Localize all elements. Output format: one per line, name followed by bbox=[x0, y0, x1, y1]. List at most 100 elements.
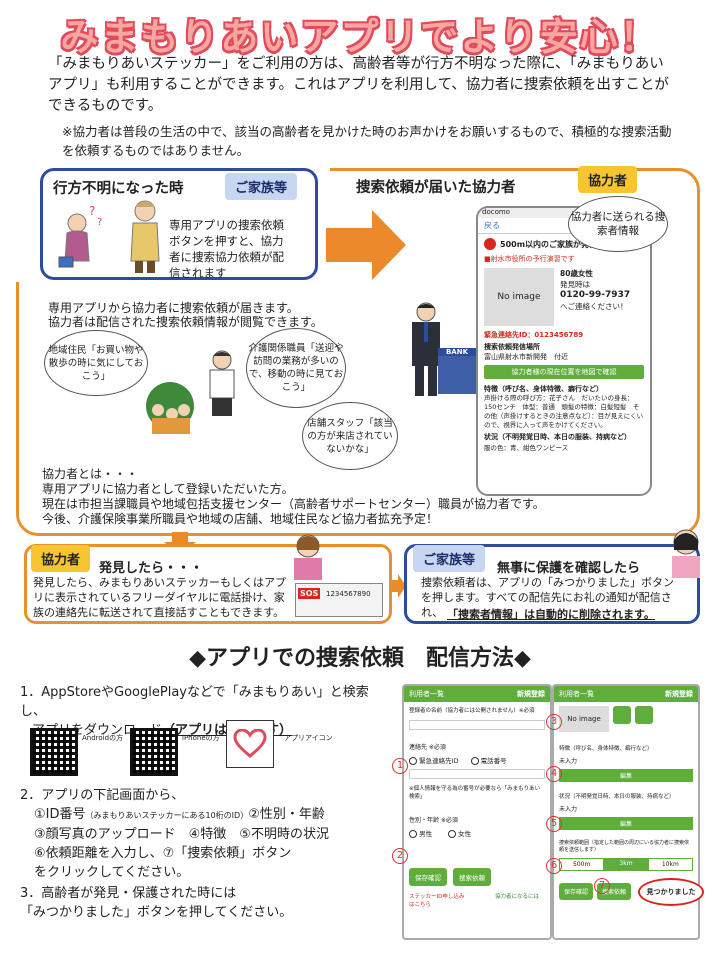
step2-id-small: （みまもりあいステッカーにある10桁のID） bbox=[85, 811, 249, 820]
helper-tag: 協力者 bbox=[578, 166, 638, 193]
marker-7: 7 bbox=[594, 878, 610, 894]
family-box: 行方不明になった時 ご家族等 ? ? 専用アプリの捜索依頼ボタンを押すと、協力者… bbox=[40, 168, 318, 280]
helper-desc-1: 専用アプリに協力者として登録いただいた方。 bbox=[42, 482, 294, 496]
step2-line-d: ③顔写真のアップロード ④特徴 ⑤不明時の状況 bbox=[34, 827, 329, 842]
care-staff-illustration bbox=[209, 350, 235, 416]
s1-line2: ※個人情報を守る為の番号が必要なら「みまもりあい検索」 bbox=[409, 786, 541, 800]
s2-dist-500m[interactable]: 500m bbox=[559, 858, 605, 871]
s2-no-image[interactable]: No image bbox=[559, 706, 609, 732]
phone-loc-label: 捜索依頼発信場所 bbox=[484, 343, 540, 351]
relieved-woman-illustration bbox=[672, 529, 700, 578]
bank-building-icon: BANK bbox=[438, 348, 476, 394]
phone-age: 80歳女性 bbox=[560, 269, 593, 278]
step2-line-e: ⑥依頼距離を入力し、⑦「捜索依頼」ボタン bbox=[34, 846, 292, 861]
s2-dist-3km[interactable]: 3km bbox=[604, 858, 648, 871]
marker-4: 4 bbox=[546, 766, 562, 782]
screen-registration-1: 利用者一覧 新規登録 登録者の名前（協力者には公開されません）※必須 連絡先 ※… bbox=[402, 684, 552, 940]
found-heading: 発見したら・・・ bbox=[99, 561, 204, 576]
safe-box: ご家族等 無事に保護を確認したら 捜索依頼者は、アプリの「みつかりました」ボタン… bbox=[404, 544, 700, 624]
s1-opt-phone[interactable]: 電話番号 bbox=[470, 755, 507, 765]
phone-place: ■射水市役所の予行演習です bbox=[484, 255, 575, 263]
helper-box bbox=[16, 168, 700, 536]
s2-hdr-left[interactable]: 利用者一覧 bbox=[559, 690, 594, 698]
sticker-illustration: SOS 1234567890 bbox=[295, 583, 383, 617]
helper-heading: 捜索依頼が届いた協力者 bbox=[356, 180, 516, 196]
s1-save-button[interactable]: 保存確認 bbox=[409, 868, 447, 886]
qr-android-label: Androidの方 bbox=[82, 734, 124, 742]
step2-line-a: 2．アプリの下記画面から、 bbox=[20, 788, 185, 803]
s2-save-button[interactable]: 保存確認 bbox=[559, 883, 594, 900]
s1-hdr-left[interactable]: 利用者一覧 bbox=[409, 690, 444, 698]
safe-text: 捜索依頼者は、アプリの「みつかりました」ボタンを押します。すべての配信先にお礼の… bbox=[421, 576, 674, 619]
s1-opt-id[interactable]: 緊急連絡先ID bbox=[409, 755, 459, 765]
found-box: 協力者 発見したら・・・ 発見したら、みまもりあいステッカーもしくはアプリに表示… bbox=[24, 544, 392, 624]
found-button[interactable]: 見つかりました bbox=[646, 888, 696, 896]
no-image-placeholder: No image bbox=[484, 268, 554, 326]
camera-icon[interactable] bbox=[613, 706, 631, 724]
marker-1: 1 bbox=[392, 758, 408, 774]
gallery-icon[interactable] bbox=[635, 706, 653, 724]
found-text: 発見したら、みまもりあいステッカーもしくはアプリに表示されているフリーダイヤルに… bbox=[33, 576, 286, 619]
s2-edit-status[interactable]: 編集 bbox=[559, 817, 693, 830]
s1-line1: 登録者の名前（協力者には公開されません）※必須 bbox=[409, 708, 535, 714]
phone-loc: 富山県射水市新開発 付近 bbox=[484, 353, 568, 361]
s2-unknown: 未入力 bbox=[559, 758, 578, 765]
screen-registration-2: 利用者一覧 新規登録 No image 特徴（呼び名、身体特徴、癖行など） 未入… bbox=[552, 684, 700, 940]
step2-id: ①ID番号 bbox=[34, 807, 86, 822]
phone-status-title: 状況（不明発覚日時、本日の服装、持病など） bbox=[484, 433, 631, 441]
helper-desc-title: 協力者とは・・・ bbox=[42, 467, 139, 481]
marker-5: 5 bbox=[546, 816, 562, 832]
qr-android[interactable] bbox=[30, 728, 78, 776]
map-button[interactable]: 協力者様の現在位置を地図で確認 bbox=[484, 365, 644, 379]
section-title: ◆アプリでの捜索依頼 配信方法◆ bbox=[189, 646, 531, 671]
qr-iphone-label: iPhoneの方 bbox=[182, 734, 220, 742]
alert-dot-icon bbox=[484, 238, 496, 250]
svg-text:?: ? bbox=[97, 217, 102, 228]
safe-tag: ご家族等 bbox=[413, 545, 486, 572]
bubble-care-staff: 介護関係職員「送迎や訪問の業務が多いので、移動の時に見ておこう」 bbox=[246, 328, 346, 408]
residents-illustration bbox=[146, 382, 194, 434]
family-member-illustration bbox=[130, 200, 160, 273]
s2-edit-traits[interactable]: 編集 bbox=[559, 769, 693, 782]
page-title: みまもりあいアプリでより安心！ bbox=[60, 15, 660, 59]
marker-3: 3 bbox=[546, 714, 562, 730]
woman-phone-illustration bbox=[294, 534, 322, 580]
businessman-illustration bbox=[412, 302, 440, 396]
s1-hdr-right: 新規登録 bbox=[517, 690, 545, 698]
svg-text:?: ? bbox=[89, 204, 95, 218]
elderly-wandering-illustration: ? ? bbox=[58, 204, 102, 268]
s1-gender: 性別・年齢 ※必須 bbox=[409, 817, 458, 824]
s1-sticker-link[interactable]: ステッカーID申し込みはこちら bbox=[409, 894, 465, 908]
family-tag: ご家族等 bbox=[225, 173, 298, 200]
helper-desc-2: 現在は市担当課職員や地域包括支援センター（高齢者サポートセンター）職員が協力者で… bbox=[42, 497, 545, 511]
family-heading: 行方不明になった時 bbox=[53, 181, 184, 197]
s1-request-button[interactable]: 捜索依頼 bbox=[453, 868, 491, 886]
s2-dist-10km[interactable]: 10km bbox=[647, 858, 693, 871]
phone-back[interactable]: 戻る bbox=[484, 221, 500, 230]
callout-bubble: 協力者に送られる捜索者情報 bbox=[568, 196, 668, 252]
s1-name-input[interactable] bbox=[409, 720, 545, 730]
phone-id-line: 緊急連絡先ID：0123456789 bbox=[484, 331, 584, 339]
app-icon[interactable] bbox=[226, 720, 274, 768]
phone-number[interactable]: 0120-99-7937 bbox=[560, 290, 631, 300]
s1-id-input[interactable] bbox=[409, 769, 545, 779]
safe-heading: 無事に保護を確認したら bbox=[497, 561, 641, 576]
s1-helper-link[interactable]: 協力者になるには bbox=[495, 894, 540, 900]
phone-traits: 声掛ける際の呼び方：花子さん だいたいの身長：150センチ 体型：普通 頭髪の特… bbox=[484, 394, 644, 429]
marker-6: 6 bbox=[546, 858, 562, 874]
s2-dist: 捜索依頼範囲（指定した範囲の周辺にいる協力者に捜索依頼を送信します） bbox=[559, 840, 690, 853]
step2-line-f: をクリックしてください。 bbox=[34, 865, 190, 880]
s2-status: 状況（不明発覚日時、本日の服装、持病など） bbox=[559, 794, 675, 800]
sticker-sos: SOS bbox=[298, 588, 321, 599]
helper-text-2: 協力者は配信された捜索依頼情報が閲覧できます。 bbox=[48, 315, 323, 329]
found-button-highlight: 見つかりました bbox=[638, 878, 704, 906]
s1-male[interactable]: 男性 bbox=[409, 828, 432, 838]
s1-female[interactable]: 女性 bbox=[448, 828, 471, 838]
s2-hdr-right: 新規登録 bbox=[665, 690, 693, 698]
qr-iphone[interactable] bbox=[130, 728, 178, 776]
intro-text: 「みまもりあいステッカー」をご利用の方は、高齢者等が行方不明なった際に、「みまも… bbox=[48, 56, 669, 114]
bubble-resident: 地域住民「お買い物や散歩の時に気にしておこう」 bbox=[44, 330, 148, 396]
sticker-num: 1234567890 bbox=[326, 590, 371, 598]
steps-text-2: 2．アプリの下記画面から、 ①ID番号（みまもりあいステッカーにある10桁のID… bbox=[20, 786, 390, 882]
family-text: 専用アプリの捜索依頼ボタンを押すと、協力者に捜索協力依頼が配信されます bbox=[169, 218, 284, 280]
